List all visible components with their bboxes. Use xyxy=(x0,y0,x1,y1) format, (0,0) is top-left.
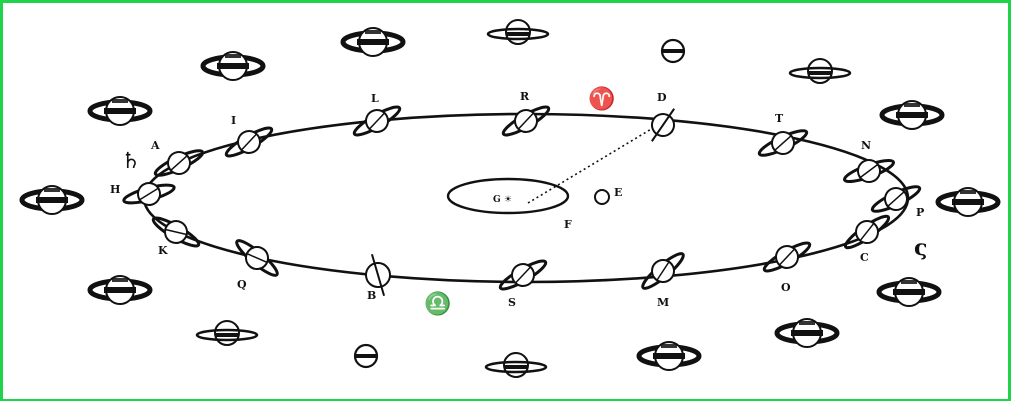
label-N: N xyxy=(861,139,871,152)
label-K: K xyxy=(158,244,168,257)
saturn-glyph-left: ♄ xyxy=(121,148,141,174)
label-R: R xyxy=(520,90,530,103)
saturn-orbit-diagram: I L R D T N A H K Q B S M O C P ♈ ♎ ς ♄ … xyxy=(3,3,1008,399)
orbit-saturn-L-icon xyxy=(349,98,405,143)
view-saturn-2-icon xyxy=(90,97,150,125)
label-D: D xyxy=(657,91,667,104)
label-M: M xyxy=(657,296,669,309)
label-L: L xyxy=(371,92,379,105)
earth-icon xyxy=(595,190,609,204)
view-saturn-15-icon xyxy=(197,321,257,345)
sun-to-d-line xyxy=(528,125,658,203)
orbit-saturn-I-icon xyxy=(221,119,277,164)
orbit-saturn-K-icon xyxy=(148,209,204,254)
label-B: B xyxy=(367,289,376,302)
view-saturn-3-icon xyxy=(203,52,263,80)
aries-symbol: ♈ xyxy=(588,86,615,112)
view-saturn-11-icon xyxy=(777,319,837,347)
label-S: S xyxy=(508,296,516,309)
label-T: T xyxy=(775,112,784,125)
label-I: I xyxy=(231,114,236,127)
view-saturn-14-icon xyxy=(355,345,377,367)
view-saturn-1-icon xyxy=(22,186,82,214)
view-saturn-7-icon xyxy=(790,59,850,83)
view-saturn-8-icon xyxy=(882,101,942,129)
view-saturn-16-icon xyxy=(90,276,150,304)
orbit-saturn-R-icon xyxy=(498,98,554,143)
view-saturn-10-icon xyxy=(879,278,939,306)
view-saturn-9-icon xyxy=(938,188,998,216)
view-saturn-12-icon xyxy=(639,342,699,370)
label-C: C xyxy=(860,251,869,264)
label-H: H xyxy=(110,183,120,196)
orbit-saturn-Q-icon xyxy=(230,233,284,283)
extra-glyph: ς xyxy=(914,235,927,261)
orbit-saturn-T-icon xyxy=(755,122,811,164)
orbit-saturn-C-icon xyxy=(839,208,894,256)
sun-label: G ☀ xyxy=(493,195,512,205)
view-saturn-5-icon xyxy=(488,20,548,44)
view-saturn-4-icon xyxy=(343,28,403,56)
label-P: P xyxy=(916,206,924,219)
label-Q: Q xyxy=(237,278,247,291)
view-saturn-6-icon xyxy=(662,40,684,62)
orbit-saturn-M-icon xyxy=(636,246,690,296)
orbit-saturn-S-icon xyxy=(495,252,551,297)
orbit-saturn-H-icon xyxy=(121,177,177,212)
view-saturn-13-icon xyxy=(486,353,546,377)
label-E: E xyxy=(614,186,622,199)
label-O: O xyxy=(781,281,791,294)
orbit-saturn-O-icon xyxy=(759,234,815,279)
label-A: A xyxy=(150,139,160,152)
label-F: F xyxy=(564,218,572,231)
orbit-saturn-D-icon xyxy=(643,108,683,142)
libra-symbol: ♎ xyxy=(424,291,451,317)
